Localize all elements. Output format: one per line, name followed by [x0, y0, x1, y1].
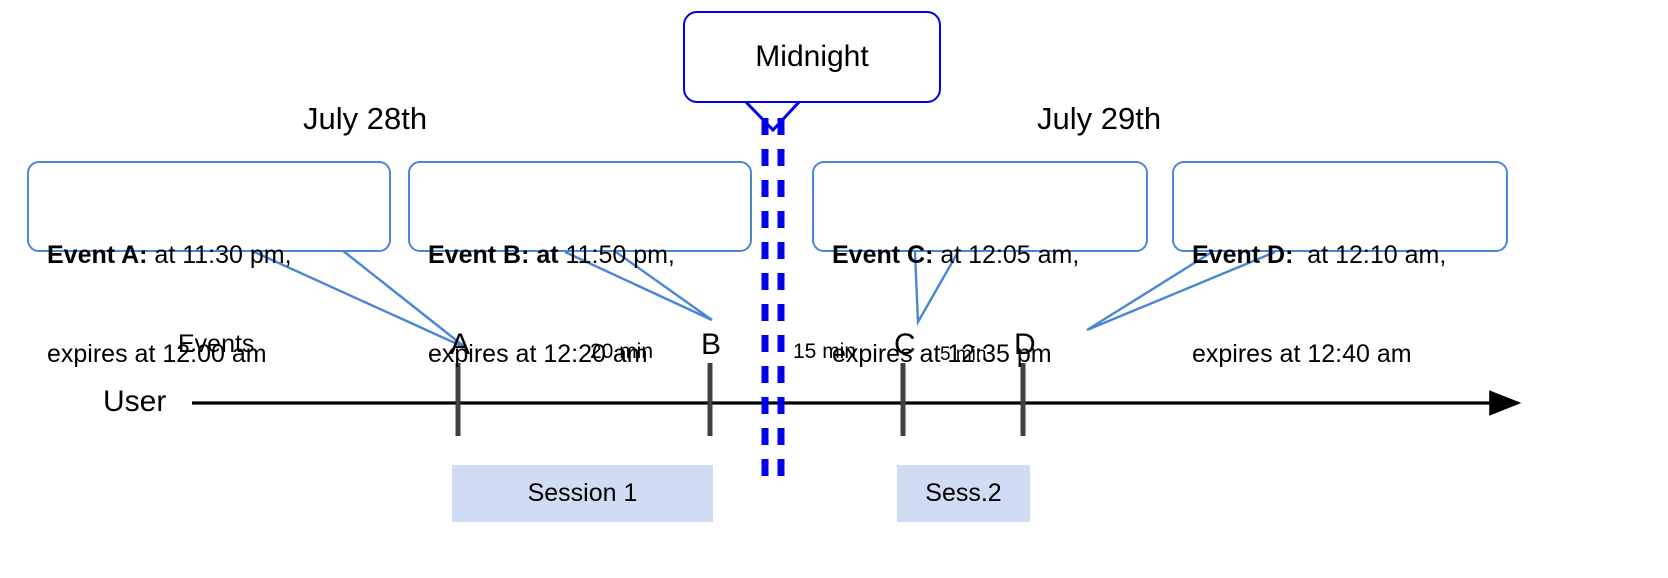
event-a-line2: expires at 12:00 am [47, 340, 267, 368]
event-c-line1: Event C: at 12:05 am, [832, 239, 1132, 272]
event-a-callout: Event A: at 11:30 pm, expires at 12:00 a… [27, 161, 391, 368]
event-d-line1: Event D: at 12:10 am, [1192, 239, 1492, 272]
midnight-label: Midnight [755, 40, 869, 73]
session-1-label: Session 1 [527, 479, 638, 507]
event-letter-b: B [701, 328, 722, 361]
date-july-28: July 28th [303, 101, 428, 136]
event-a-rest: at 11:30 pm, [147, 241, 292, 269]
event-c-line2: expires at 12:35 pm [832, 340, 1052, 368]
event-b-callout: Event B: at 11:50 pm, expires at 12:20 a… [408, 161, 752, 368]
event-c-bold: Event C: [832, 241, 934, 269]
user-row-label: User [103, 385, 167, 418]
midnight-callout-tail [743, 99, 802, 133]
midnight-callout: Midnight [683, 11, 941, 103]
events-row-label: Events [178, 330, 255, 358]
gap-label-a-b: 20 min [590, 340, 654, 363]
date-july-29: July 29th [1037, 101, 1162, 136]
event-letter-a: A [450, 328, 471, 361]
session-2-label: Sess.2 [925, 479, 1002, 507]
event-b-line1: Event B: at 11:50 pm, [428, 239, 736, 272]
event-b-bold: Event B: at [428, 241, 559, 269]
event-c-rest: at 12:05 am, [933, 241, 1080, 269]
event-d-callout: Event D: at 12:10 am, expires at 12:40 a… [1172, 161, 1508, 368]
event-d-rest: at 12:10 am, [1293, 241, 1447, 269]
gap-label-c-d: 5 min [940, 344, 987, 365]
gap-label-b-c: 15 min [793, 340, 857, 363]
event-letter-d: D [1014, 328, 1036, 361]
event-a-line1: Event A: at 11:30 pm, [47, 239, 375, 272]
event-b-rest: 11:50 pm, [558, 241, 675, 269]
event-d-line2: expires at 12:40 am [1192, 340, 1412, 368]
session-1-box: Session 1 [452, 465, 713, 522]
event-a-bold: Event A: [47, 241, 148, 269]
event-b-line2: expires at 12:20 am [428, 340, 648, 368]
event-letter-c: C [894, 328, 916, 361]
event-d-bold: Event D: [1192, 241, 1294, 269]
session-2-box: Sess.2 [897, 465, 1030, 522]
event-c-callout: Event C: at 12:05 am, expires at 12:35 p… [812, 161, 1148, 368]
